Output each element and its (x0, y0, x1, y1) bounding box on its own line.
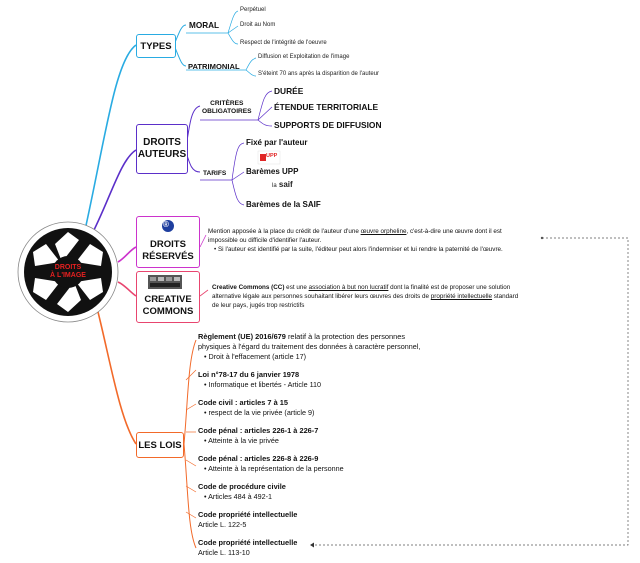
node-droits-reserves[interactable]: DROITS RÉSERVÉS (136, 216, 200, 268)
node-tarifs[interactable]: TARIFS (203, 170, 227, 177)
branch-droits-auteurs (89, 149, 137, 239)
critere-duree: DURÉE (274, 86, 304, 96)
cc-text-line2b: standard (492, 292, 519, 300)
tarif-auteur: Fixé par l'auteur (246, 138, 308, 147)
dr-text-b: , c'est-à-dire une œuvre dont il est (406, 228, 502, 235)
loi-8-article: Article L. 113-10 (198, 548, 250, 557)
dr-bullet: Si l'auteur est identifié par la suite, … (217, 245, 503, 253)
node-droits-auteurs[interactable]: DROITS AUTEURS (136, 124, 188, 174)
branch-lois (97, 311, 137, 445)
camera-shutter-icon (17, 221, 119, 323)
relation-dashed-line (310, 237, 629, 546)
cc-banner-icon (148, 275, 182, 289)
saif-logo: la saif (272, 180, 293, 190)
loi-1-bullet: • Droit à l'effacement (article 17) (204, 352, 307, 361)
upp-logo-text: UPP (266, 153, 278, 159)
dr-text-line2: impossible ou difficile d'identifier l'a… (208, 236, 322, 244)
branch-types (84, 44, 137, 231)
loi-5-title: Code pénal : articles 226-8 à 226-9 (198, 454, 319, 463)
loi-1-title: Règlement (UE) 2016/679 relatif à la pro… (198, 332, 405, 341)
node-types[interactable]: TYPES (136, 34, 176, 58)
loi-6-title: Code de procédure civile (198, 482, 286, 491)
node-cc-line2: COMMONS (142, 306, 194, 318)
dr-text-a: Mention apposée à la place du crédit de … (208, 228, 361, 235)
tarif-upp: Barèmes UPP (246, 167, 299, 176)
branch-droits-reserves (117, 246, 137, 263)
loi-4-bullet-text: Atteinte à la vie privée (208, 436, 279, 445)
loi-4-bullet: • Atteinte à la vie privée (204, 436, 279, 445)
upp-logo-icon (257, 150, 281, 165)
tarif-saif: Barèmes de la SAIF (246, 200, 321, 209)
cc-text-1: est une (284, 284, 309, 291)
loi-5-bullet: • Atteinte à la représentation de la per… (204, 464, 344, 473)
loi-1-bullet-text: Droit à l'effacement (article 17) (208, 352, 307, 361)
node-les-lois-label: LES LOIS (138, 439, 182, 451)
critere-etendue: ÉTENDUE TERRITORIALE (274, 102, 379, 112)
cc-text-bold: Creative Commons (CC) (212, 284, 285, 291)
loi-7-title: Code propriété intellectuelle (198, 510, 298, 519)
criteres-label-line1: CRITÈRES (210, 100, 244, 107)
node-moral[interactable]: MORAL (189, 21, 220, 30)
patrimonial-item-1: Diffusion et Exploitation de l'image (258, 54, 350, 60)
branch-creative-commons (117, 281, 137, 297)
loi-3-bullet-text: respect de la vie privée (article 9) (208, 408, 315, 417)
loi-3-title: Code civil : articles 7 à 15 (198, 398, 288, 407)
center-title-line2: À L'IMAGE (50, 272, 86, 280)
moral-item-2: Droit au Nom (240, 22, 276, 28)
patrimonial-item-2: S'éteint 70 ans après la disparition de … (258, 71, 380, 77)
loi-3-bullet: • respect de la vie privée (article 9) (204, 408, 315, 417)
node-types-label: TYPES (140, 40, 172, 52)
loi-1-title-bold: Règlement (UE) 2016/679 (198, 332, 286, 341)
loi-2-bullet: • Informatique et libertés - Article 110 (204, 380, 322, 389)
cc-link-association[interactable]: association à but non lucratif (308, 284, 389, 291)
node-droits-auteurs-line1: DROITS (143, 136, 181, 148)
cc-text-line3: de leur pays, jugés trop restrictifs (212, 301, 305, 309)
critere-supports: SUPPORTS DE DIFFUSION (274, 120, 382, 130)
loi-6-bullet-text: Articles 484 à 492-1 (208, 492, 273, 501)
loi-2-bullet-text: Informatique et libertés - Article 110 (208, 380, 322, 389)
loi-5-bullet-text: Atteinte à la représentation de la perso… (208, 464, 344, 473)
cc-text-line2a: alternative légale aux personnes souhait… (212, 292, 431, 300)
node-les-lois[interactable]: LES LOIS (136, 432, 184, 458)
loi-1-title-rest: relatif à la protection des personnes (285, 332, 406, 341)
dr-link-oeuvre-orpheline[interactable]: œuvre orpheline (360, 228, 407, 235)
cc-link-propriete[interactable]: propriété intellectuelle (430, 292, 493, 300)
node-cc-line1: CREATIVE (144, 294, 192, 306)
droits-reserves-description: Mention apposée à la place du crédit de … (208, 228, 608, 254)
node-droits-reserves-line2: RÉSERVÉS (142, 251, 194, 263)
loi-4-title: Code pénal : articles 226-1 à 226-7 (198, 426, 319, 435)
moral-item-1: Perpétuel (240, 7, 266, 13)
loi-8-title: Code propriété intellectuelle (198, 538, 298, 547)
loi-7-article: Article L. 122-5 (198, 520, 247, 529)
cc-text-2: dont la finalité est de proposer une sol… (388, 284, 511, 291)
moral-item-3: Respect de l'intégrité de l'oeuvre (240, 40, 327, 46)
node-creative-commons[interactable]: CREATIVE COMMONS (136, 271, 200, 323)
registered-symbol-bg (162, 220, 174, 232)
node-criteres-obligatoires[interactable]: CRITÈRES OBLIGATOIRES (202, 100, 252, 116)
center-title-line1: DROITS (54, 264, 82, 271)
registered-symbol-icon: ® (163, 220, 169, 229)
saif-logo-la: la (272, 183, 277, 189)
node-patrimonial[interactable]: PATRIMONIAL (188, 62, 240, 71)
criteres-label-line2: OBLIGATOIRES (202, 108, 252, 116)
creative-commons-description: Creative Commons (CC) est une associatio… (212, 284, 612, 310)
center-title: DROITS À L'IMAGE (48, 264, 88, 280)
node-droits-auteurs-line2: AUTEURS (137, 149, 187, 160)
saif-logo-saif: saif (278, 180, 293, 189)
loi-1-line2: physiques à l'égard du traitement des do… (198, 342, 421, 351)
loi-2-title: Loi n°78-17 du 6 janvier 1978 (198, 370, 300, 379)
loi-6-bullet: • Articles 484 à 492-1 (204, 492, 273, 501)
node-droits-reserves-line1: DROITS (150, 239, 186, 251)
